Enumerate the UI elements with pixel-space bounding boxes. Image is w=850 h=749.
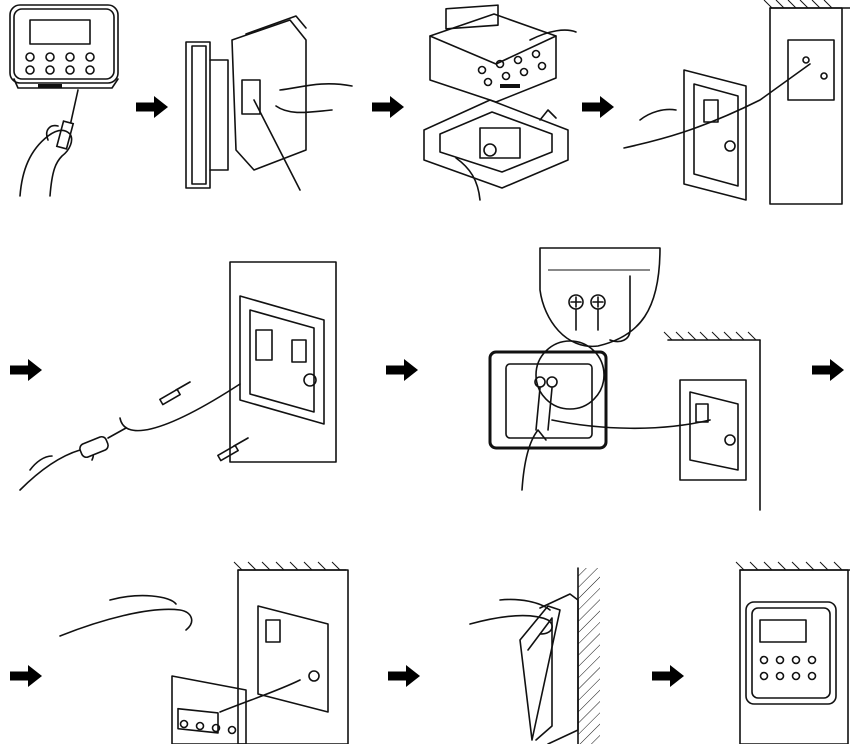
arrow-3 — [582, 96, 614, 118]
arrow-5 — [386, 359, 418, 381]
arrow-8 — [388, 665, 420, 687]
step-separate-side-view — [185, 15, 353, 191]
arrow-1 — [136, 96, 168, 118]
step-route-cable — [623, 0, 850, 205]
step-installed-controller — [735, 561, 850, 745]
arrow-6 — [812, 359, 844, 381]
step-covers-apart — [423, 4, 577, 201]
arrow-2 — [372, 96, 404, 118]
step-attach-front-cover — [59, 561, 349, 745]
step-fix-back-plate — [19, 261, 337, 491]
arrow-9 — [652, 665, 684, 687]
step-connect-wires — [488, 247, 761, 511]
step-remove-back-cover — [9, 4, 119, 197]
arrow-4 — [10, 359, 42, 381]
step-press-cover — [469, 567, 600, 745]
arrow-7 — [10, 665, 42, 687]
